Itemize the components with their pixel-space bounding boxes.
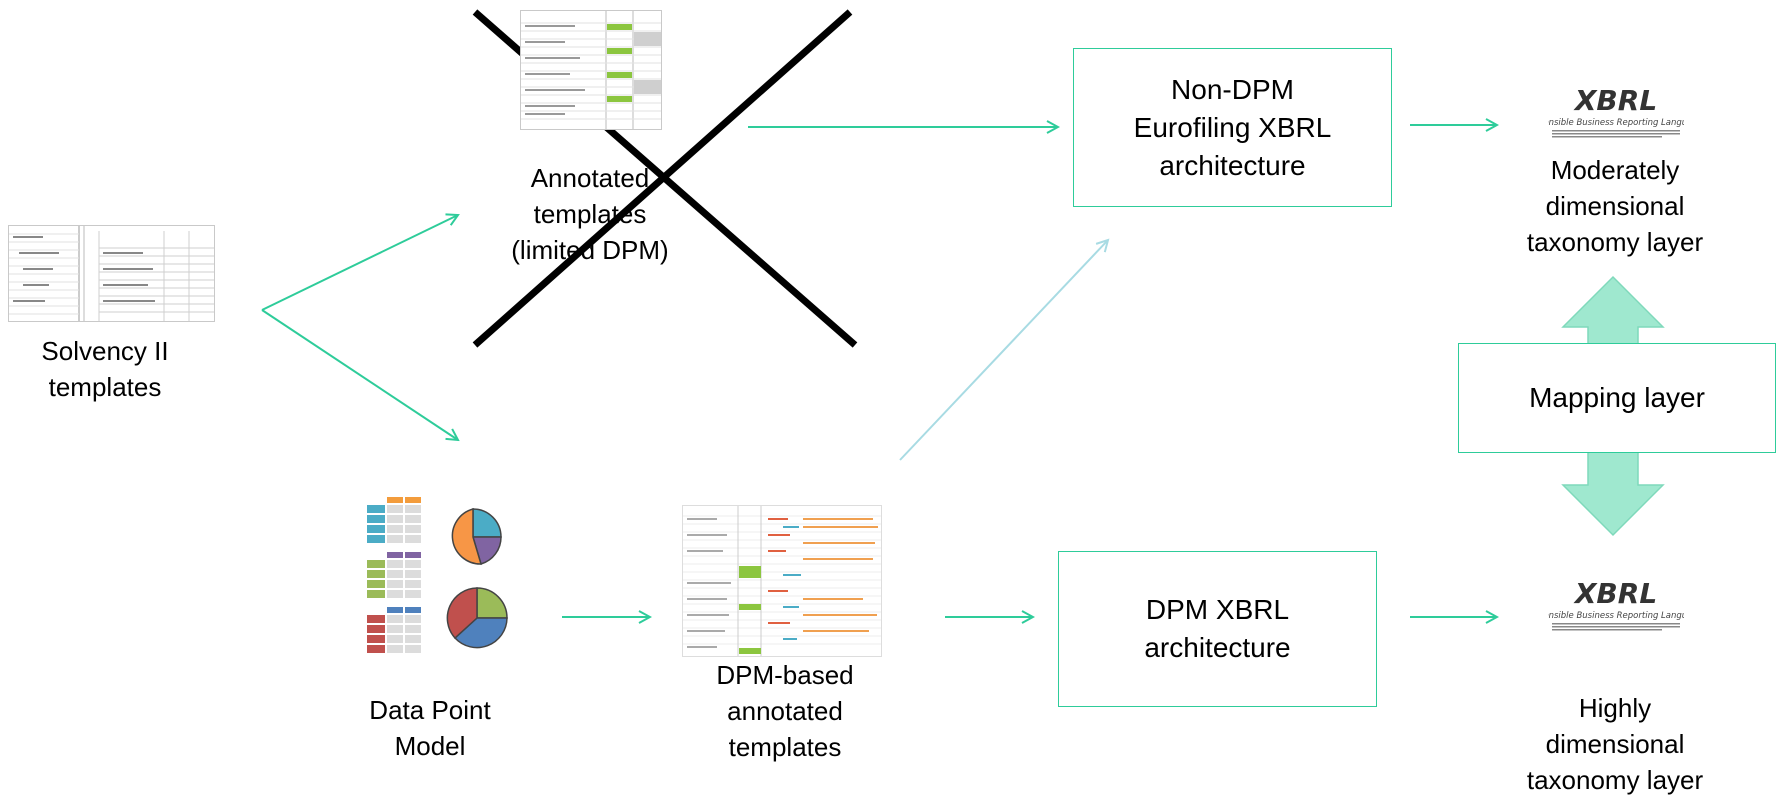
dpm-annotated-spreadsheet-thumbnail [682,505,882,657]
pie-chart-icon [451,508,502,565]
xbrl-logo-icon: XBRL eXtensible Business Reporting Langu… [1529,84,1703,138]
spreadsheet-grid-icon [9,226,214,321]
table-icon [367,552,421,598]
table-icon [367,497,421,543]
xbrl-logo-icon: XBRL eXtensible Business Reporting Langu… [1529,577,1703,631]
non-dpm-architecture-box: Non-DPM Eurofiling XBRL architecture [1073,48,1392,207]
annotated-spreadsheet-thumbnail [520,10,662,130]
dpm-architecture-box: DPM XBRL architecture [1058,551,1377,707]
xbrl-logo-tagline: eXtensible Business Reporting Language [1548,611,1684,621]
data-point-model-label: Data Point Model [369,695,491,761]
table-icon [367,607,421,653]
arrow-solvency-to-dpm [261,309,458,440]
xbrl-logo-word: XBRL [1573,577,1657,610]
solvency-spreadsheet-thumbnail [8,225,215,322]
solvency-templates-label: Solvency II templates [41,336,169,402]
xbrl-logo: XBRL eXtensible Business Reporting Langu… [1529,575,1703,631]
moderately-dimensional-layer-label: Moderately dimensional taxonomy layer [1526,155,1704,257]
arrow-dpm-to-nondpm [899,240,1108,461]
dpm-annotated-templates-label: DPM-based annotated templates [716,660,854,762]
xbrl-logo-word: XBRL [1573,84,1657,117]
arrow-solvency-to-annotated [261,215,458,311]
spreadsheet-grid-icon [521,11,661,129]
xbrl-logo-tagline: eXtensible Business Reporting Language [1548,118,1684,128]
xbrl-logo: XBRL eXtensible Business Reporting Langu… [1529,82,1703,138]
pie-chart-icon [446,587,508,649]
spreadsheet-grid-icon [683,506,881,656]
mapping-layer-box: Mapping layer [1458,343,1776,453]
highly-dimensional-layer-label: Highly dimensional taxonomy layer [1526,693,1704,795]
data-point-model-icon [367,497,508,653]
annotated-templates-label: Annotated templates (limited DPM) [511,163,669,265]
